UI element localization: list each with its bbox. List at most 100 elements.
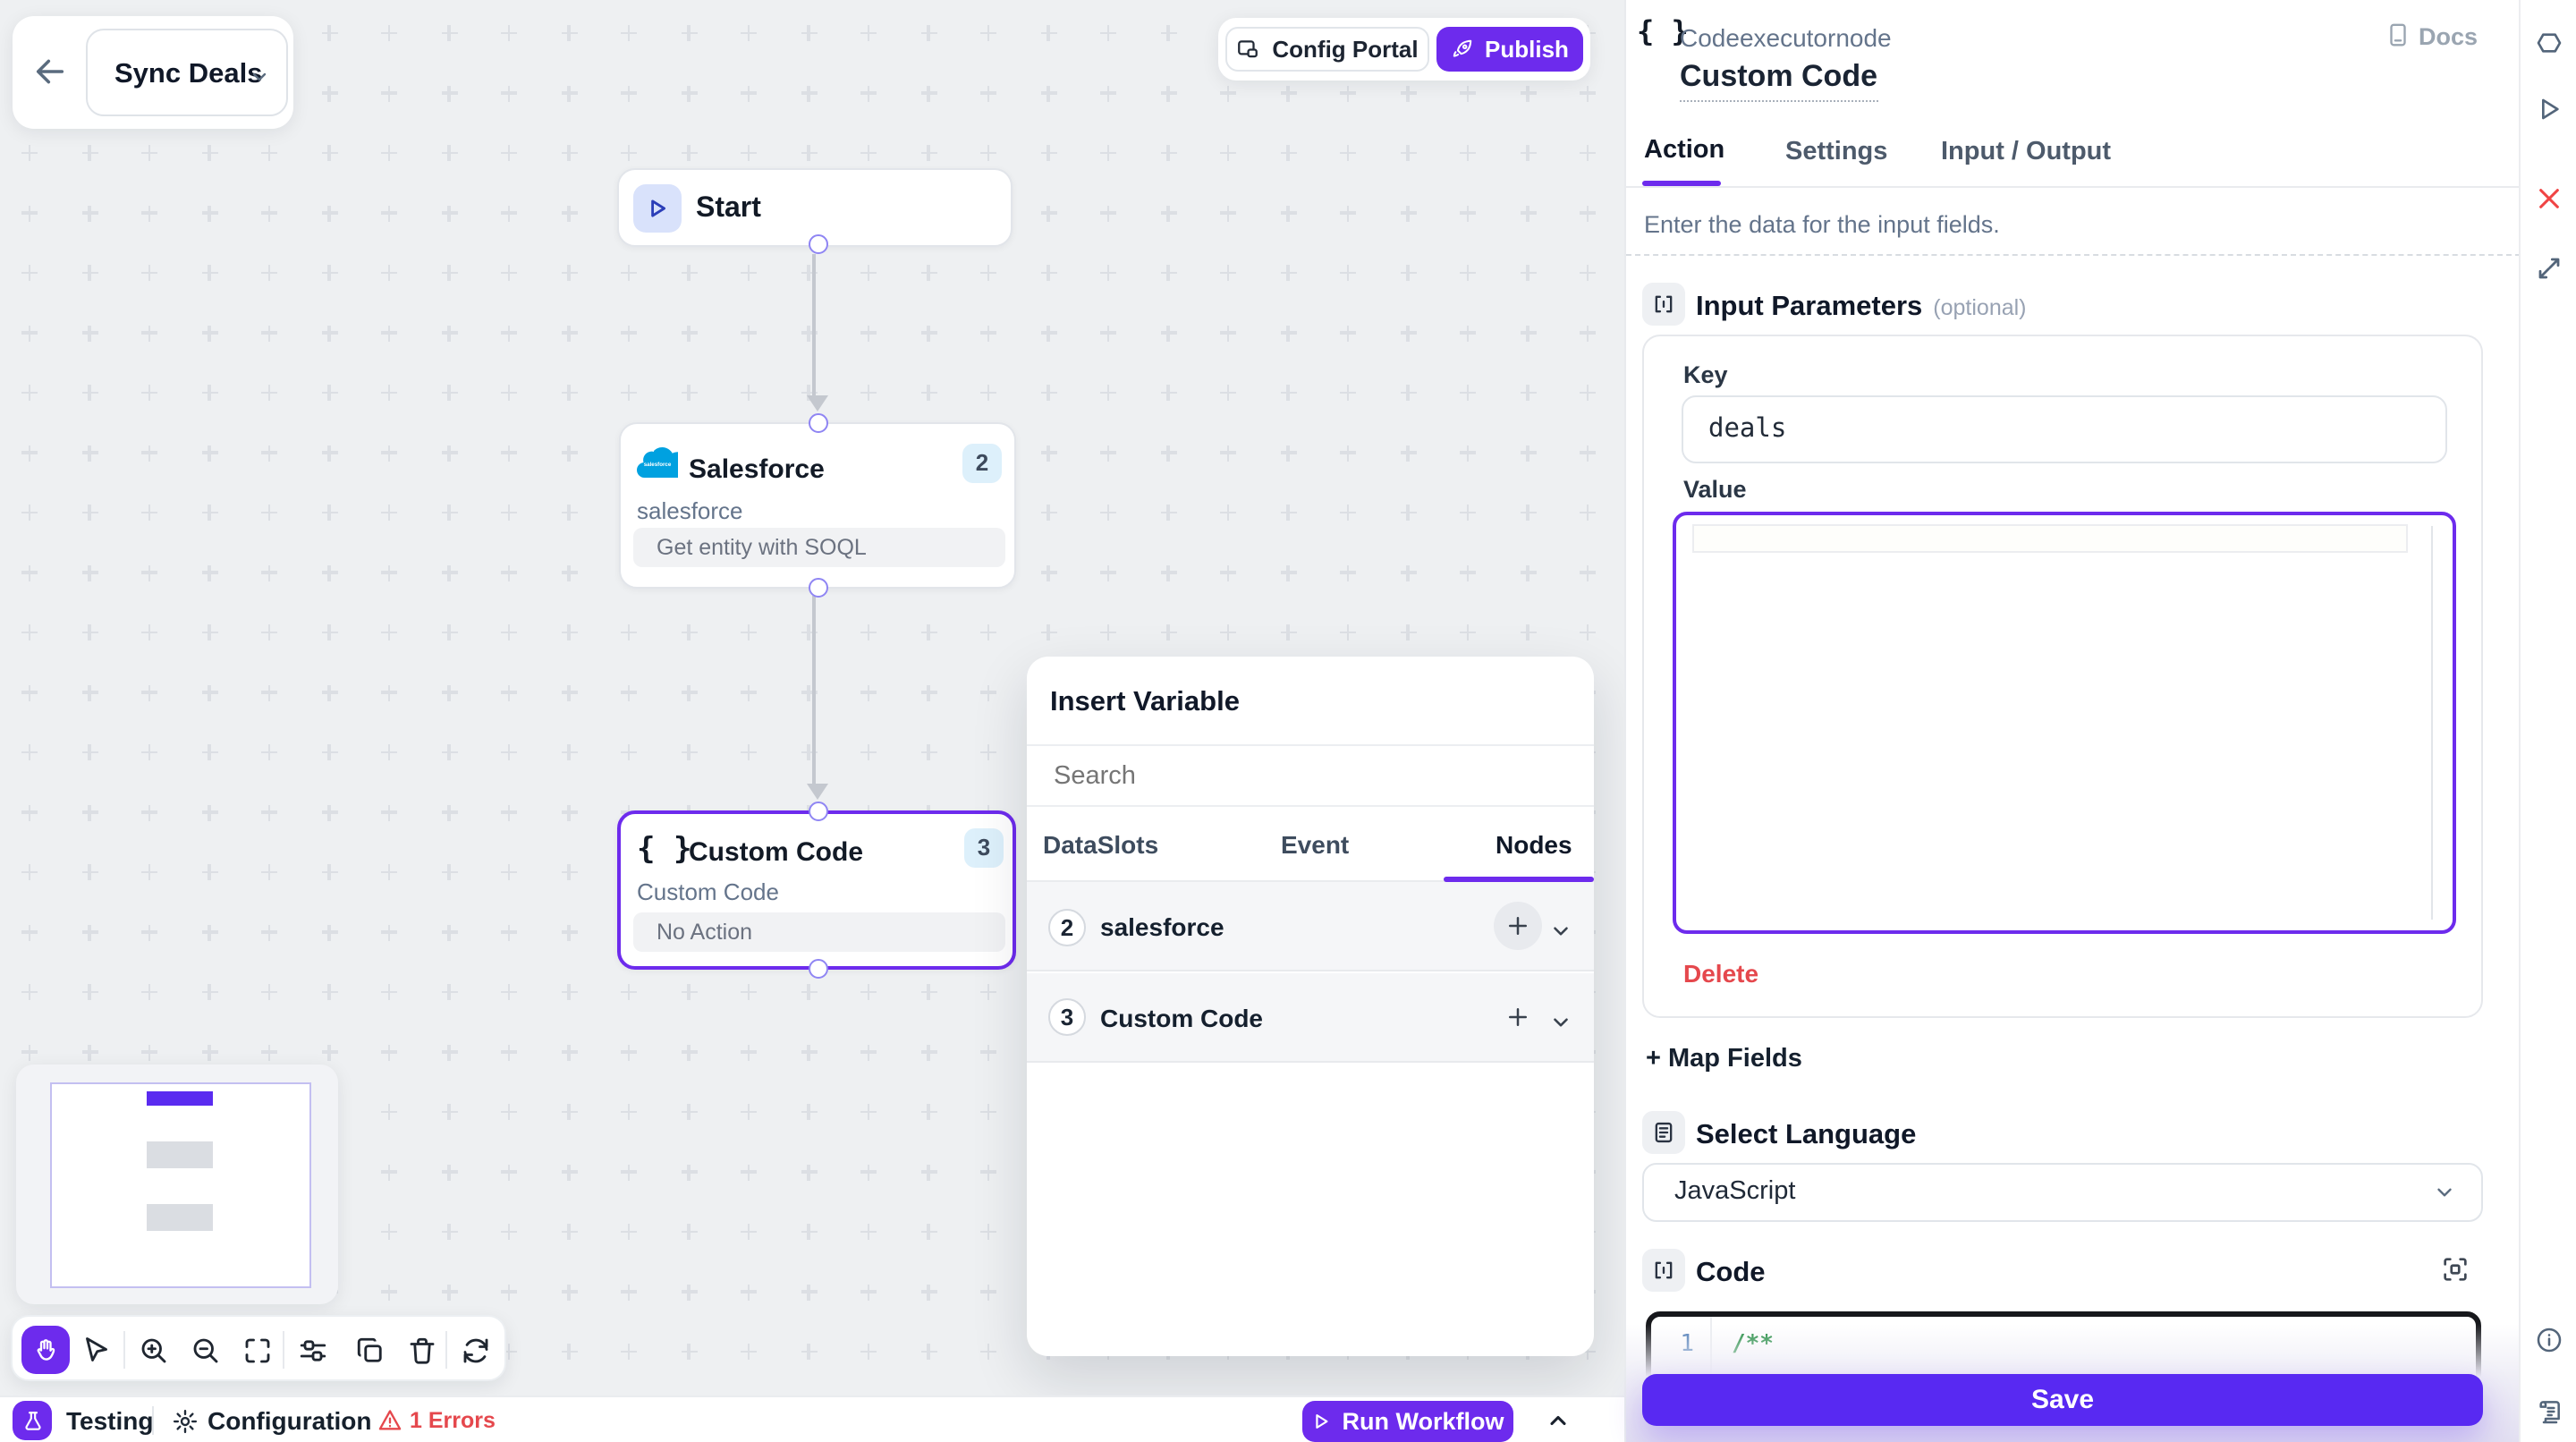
- node-custom-code[interactable]: { } Custom Code 3 Custom Code No Action: [617, 810, 1016, 970]
- configuration-label[interactable]: Configuration: [208, 1406, 372, 1435]
- fit-view-icon[interactable]: [242, 1334, 274, 1366]
- port-customcode-in[interactable]: [808, 801, 827, 820]
- key-label: Key: [1683, 361, 1728, 388]
- publish-header-card: Config Portal Publish: [1218, 18, 1590, 81]
- code-heading: Code: [1696, 1258, 1766, 1288]
- save-button[interactable]: Save: [1642, 1374, 2483, 1426]
- chevron-down-icon: [2437, 1188, 2452, 1197]
- save-footer: Save: [1626, 1324, 2521, 1442]
- input-parameters-heading: Input Parameters: [1696, 292, 1923, 322]
- variable-node-row-salesforce[interactable]: 2 salesforce: [1027, 882, 1594, 971]
- value-editor[interactable]: [1673, 512, 2456, 934]
- logs-scroll-icon[interactable]: [2535, 1397, 2563, 1426]
- chevron-down-icon[interactable]: [1549, 920, 1572, 943]
- play-icon: [1316, 1413, 1329, 1428]
- toolbar-divider: [445, 1331, 447, 1369]
- run-workflow-button[interactable]: Run Workflow: [1302, 1400, 1513, 1441]
- expand-code-icon[interactable]: [2440, 1254, 2470, 1285]
- language-select[interactable]: JavaScript: [1642, 1163, 2483, 1222]
- info-icon[interactable]: [2535, 1326, 2563, 1354]
- hexagon-icon[interactable]: [2535, 29, 2563, 57]
- workflow-header-card: Sync Deals: [13, 16, 293, 129]
- publish-button[interactable]: Publish: [1436, 27, 1583, 72]
- node-action-pill: Get entity with SOQL: [633, 528, 1005, 567]
- variable-node-label: Custom Code: [1100, 1003, 1263, 1031]
- refresh-icon[interactable]: [460, 1334, 492, 1366]
- node-start[interactable]: Start: [617, 168, 1013, 247]
- docs-link[interactable]: Docs: [2419, 22, 2479, 49]
- tab-action-active[interactable]: Action: [1644, 136, 1725, 165]
- tabbar-border: [1626, 186, 2521, 188]
- run-play-icon[interactable]: [2535, 95, 2563, 123]
- collapse-chevron-up-icon[interactable]: [1546, 1408, 1571, 1433]
- pan-hand-tool-button[interactable]: [21, 1325, 70, 1373]
- port-salesforce-in[interactable]: [808, 412, 827, 432]
- code-section-icon: [1642, 1249, 1685, 1292]
- statusbar-divider: [152, 1406, 154, 1435]
- testing-flask-button[interactable]: [13, 1401, 52, 1440]
- variable-node-label: salesforce: [1100, 912, 1224, 941]
- node-title: Salesforce: [689, 454, 825, 485]
- active-tab-underline: [1444, 877, 1594, 882]
- value-label: Value: [1683, 476, 1747, 503]
- docs-icon: [2390, 23, 2406, 47]
- minimap[interactable]: [16, 1065, 338, 1304]
- insert-variable-title: Insert Variable: [1050, 687, 1240, 717]
- workflow-canvas[interactable]: Start salesforce Salesforce 2 salesforce…: [0, 0, 1624, 1442]
- minimap-node: [147, 1141, 213, 1168]
- start-play-icon: [633, 184, 682, 233]
- node-action-pill: No Action: [633, 912, 1005, 952]
- variable-node-row-custom-code[interactable]: 3 Custom Code: [1027, 972, 1594, 1062]
- workflow-name-dropdown[interactable]: Sync Deals: [86, 28, 288, 115]
- add-variable-button[interactable]: [1504, 1004, 1531, 1031]
- variable-search-input[interactable]: [1050, 753, 1569, 800]
- node-type-label: Codeexecutornode: [1680, 23, 1892, 52]
- rocket-icon: [1453, 39, 1472, 57]
- tabbar-border: [1027, 880, 1594, 882]
- port-start-out[interactable]: [808, 233, 827, 253]
- copy-icon[interactable]: [354, 1334, 386, 1366]
- port-customcode-out[interactable]: [808, 958, 827, 978]
- node-number-badge: 2: [962, 444, 1002, 483]
- testing-label[interactable]: Testing: [66, 1406, 154, 1435]
- errors-count-label[interactable]: 1 Errors: [410, 1408, 496, 1433]
- config-portal-button[interactable]: Config Portal: [1225, 27, 1429, 72]
- key-input[interactable]: [1682, 395, 2447, 463]
- select-cursor-tool[interactable]: [80, 1334, 113, 1366]
- add-variable-button[interactable]: [1494, 902, 1542, 950]
- node-title-editable[interactable]: Custom Code: [1680, 59, 1877, 102]
- chevron-down-icon[interactable]: [1549, 1010, 1572, 1033]
- node-salesforce[interactable]: salesforce Salesforce 2 salesforce Get e…: [619, 422, 1016, 589]
- edge-salesforce-customcode: [812, 596, 816, 785]
- tab-event[interactable]: Event: [1281, 830, 1350, 859]
- error-warning-icon: [378, 1410, 402, 1430]
- tab-input-output[interactable]: Input / Output: [1941, 137, 2112, 165]
- tab-settings[interactable]: Settings: [1785, 137, 1888, 165]
- dashed-divider: [1626, 254, 2521, 256]
- input-parameters-icon: [1642, 283, 1685, 326]
- flask-icon: [24, 1411, 40, 1429]
- optional-label: (optional): [1933, 295, 2027, 320]
- back-arrow-icon[interactable]: [32, 54, 68, 89]
- map-fields-button[interactable]: + Map Fields: [1646, 1045, 1802, 1073]
- expand-panel-icon[interactable]: [2535, 254, 2563, 283]
- auto-layout-icon[interactable]: [297, 1334, 329, 1366]
- tab-dataslots[interactable]: DataSlots: [1043, 830, 1159, 859]
- close-panel-icon[interactable]: [2535, 184, 2563, 213]
- node-subtitle: Custom Code: [637, 878, 779, 905]
- zoom-in-icon[interactable]: [138, 1334, 170, 1366]
- zoom-out-icon[interactable]: [190, 1334, 222, 1366]
- value-editor-scrollbar[interactable]: [2431, 526, 2433, 920]
- delete-parameter-button[interactable]: Delete: [1683, 959, 1759, 988]
- gear-icon[interactable]: [172, 1408, 199, 1435]
- value-editor-line[interactable]: [1692, 523, 2408, 552]
- port-salesforce-out[interactable]: [808, 577, 827, 597]
- config-portal-label: Config Portal: [1272, 36, 1419, 63]
- node-subtitle: salesforce: [637, 497, 743, 524]
- run-workflow-label: Run Workflow: [1342, 1407, 1504, 1434]
- delete-trash-icon[interactable]: [406, 1334, 438, 1366]
- tab-nodes-active[interactable]: Nodes: [1496, 830, 1572, 859]
- minimap-node: [147, 1204, 213, 1231]
- node-number-badge: 2: [1048, 908, 1086, 946]
